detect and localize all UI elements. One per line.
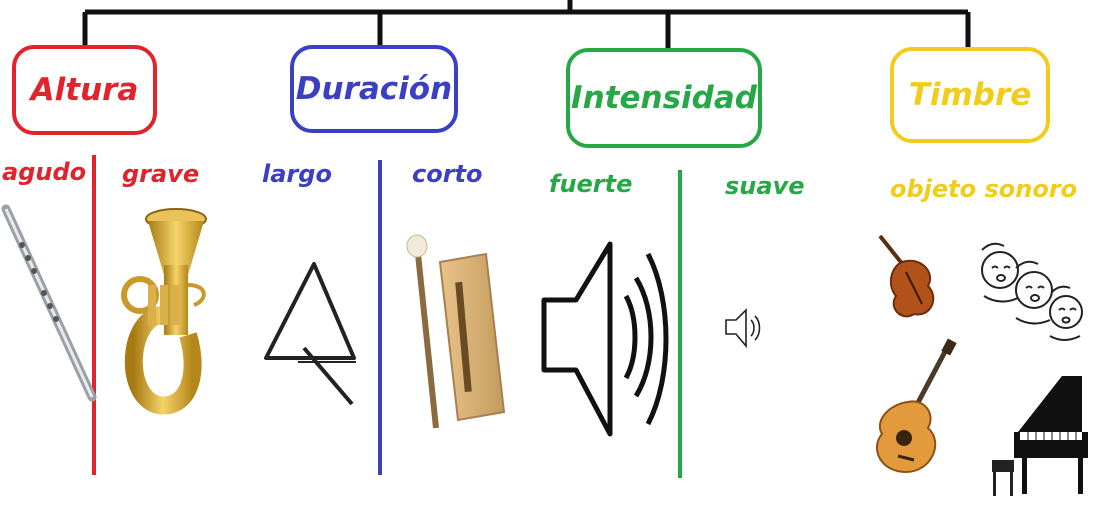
label-largo: largo: [262, 160, 332, 188]
label-grave: grave: [122, 160, 200, 188]
category-box-intensidad: Intensidad: [566, 48, 762, 148]
guitar-icon: [876, 338, 957, 474]
triangle-icon: [264, 262, 356, 406]
category-title-altura: Altura: [30, 72, 139, 108]
divider-intensidad: [678, 170, 682, 478]
label-objeto-sonoro: objeto sonoro: [890, 175, 1078, 203]
label-fuerte: fuerte: [549, 170, 633, 198]
label-suave: suave: [725, 172, 805, 200]
divider-duracion: [378, 160, 382, 475]
category-box-duracion: Duración: [290, 45, 458, 133]
singers-icon: [981, 242, 1083, 341]
category-box-timbre: Timbre: [890, 47, 1050, 143]
label-agudo: agudo: [2, 158, 87, 186]
category-title-duracion: Duración: [295, 71, 453, 107]
tuba-icon: [121, 208, 207, 415]
category-title-timbre: Timbre: [908, 77, 1032, 113]
woodblock-icon: [406, 234, 506, 429]
category-box-altura: Altura: [12, 45, 157, 135]
category-title-intensidad: Intensidad: [571, 80, 757, 116]
piano-icon: [992, 376, 1088, 496]
violin-icon: [878, 234, 935, 318]
divider-altura: [92, 155, 96, 475]
quiet-speaker-icon: [725, 308, 761, 349]
tree-connectors: [82, 0, 971, 48]
label-corto: corto: [412, 160, 483, 188]
flute-icon: [1, 204, 97, 402]
loud-speaker-icon: [541, 241, 669, 437]
